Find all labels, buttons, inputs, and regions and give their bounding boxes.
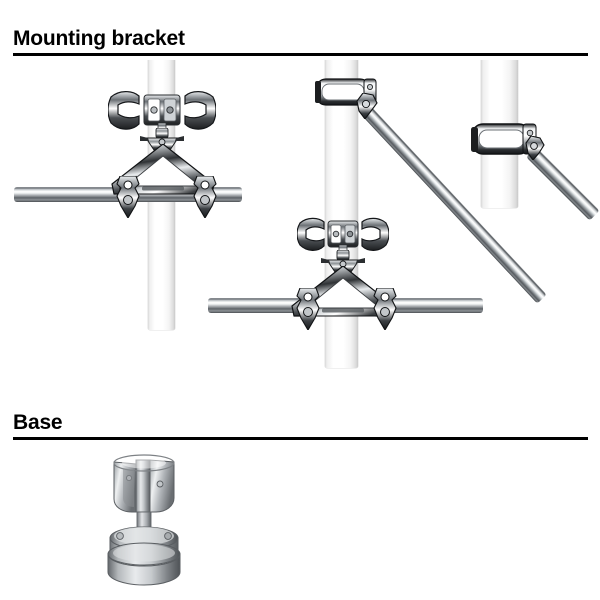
figure-mounting-bracket bbox=[0, 60, 600, 405]
rail-clamp-left-2 bbox=[190, 176, 220, 218]
rail-clamp-center-2 bbox=[370, 288, 400, 330]
figure-base bbox=[0, 448, 600, 598]
pipe-clamp-left bbox=[108, 88, 216, 134]
section-title-base: Base bbox=[13, 411, 63, 434]
bracket-hub-left bbox=[122, 128, 202, 152]
pipe-clamp-center bbox=[297, 215, 389, 255]
strut-knuckle-right bbox=[524, 136, 546, 160]
vertical-pole-center bbox=[325, 60, 358, 368]
rail-clamp-left-1 bbox=[113, 176, 143, 218]
strut-knuckle-center bbox=[355, 93, 379, 119]
section-divider-mounting bbox=[13, 53, 588, 56]
page-title: Mounting bracket bbox=[13, 27, 185, 50]
truss-bracket-center bbox=[288, 266, 398, 322]
section-divider-base bbox=[13, 437, 588, 440]
ring-clamp-right bbox=[470, 119, 540, 159]
rail-clamp-center-1 bbox=[293, 288, 323, 330]
base-assembly bbox=[92, 454, 200, 588]
